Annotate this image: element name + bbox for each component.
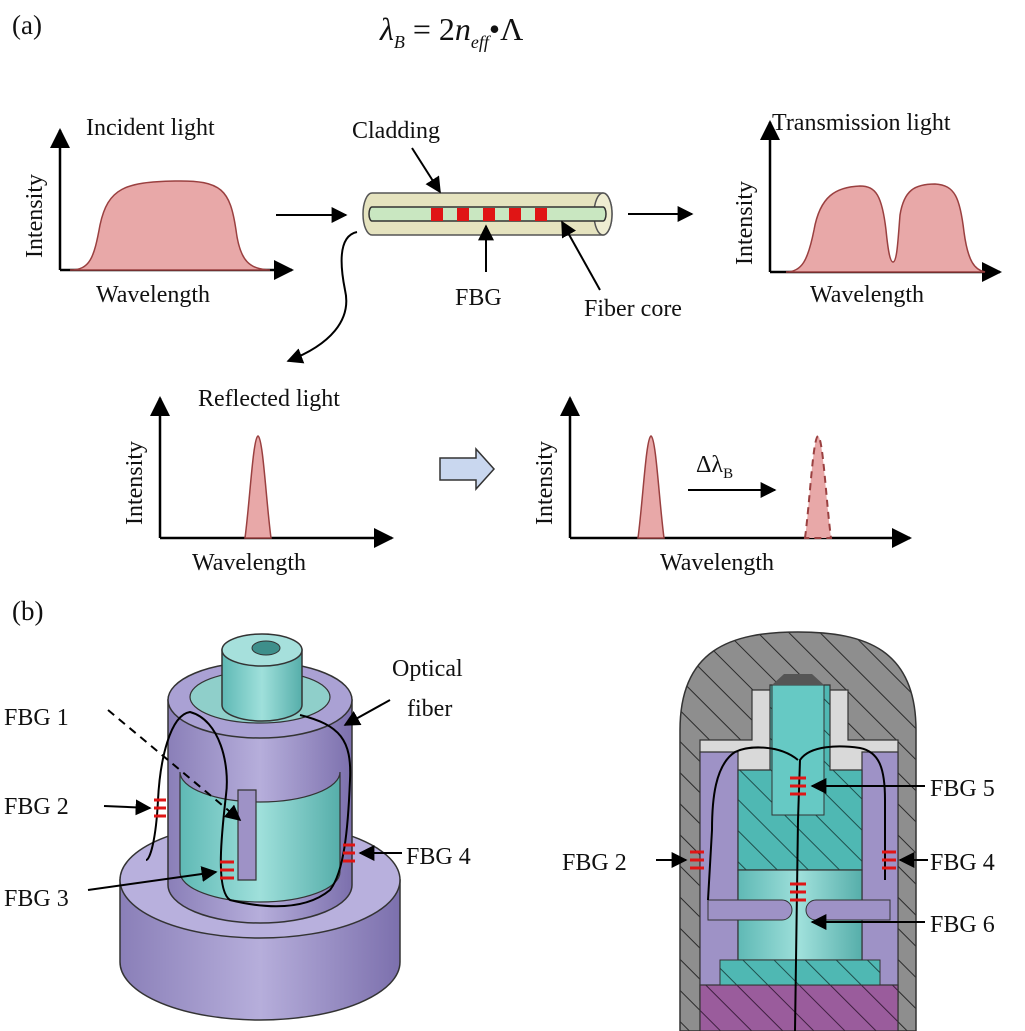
- fiber-core-label: Fiber core: [584, 296, 682, 322]
- fbg2-arrow-left: [103, 799, 152, 816]
- grating-4: [509, 208, 521, 221]
- reflected-title: Reflected light: [198, 386, 340, 412]
- grating-1: [431, 208, 443, 221]
- shifted-peak: [803, 434, 833, 539]
- cladding-arrow: [411, 147, 441, 194]
- shifted-ylabel: Intensity: [532, 441, 558, 525]
- grating-5: [535, 208, 547, 221]
- original-peak: [637, 435, 665, 539]
- fbg-fiber: [362, 192, 613, 236]
- reflected-peak: [244, 435, 272, 539]
- shift-block-arrow: [439, 447, 496, 491]
- reflected-arrow: [286, 231, 358, 364]
- transmission-spectrum: [785, 183, 986, 273]
- fbg1-label: FBG 1: [4, 705, 69, 731]
- transmission-light-plot: Transmission light Intensity Wavelength: [732, 110, 1002, 308]
- fbg6-label: FBG 6: [930, 912, 995, 938]
- fbg3-label: FBG 3: [4, 886, 69, 912]
- core-arrow: [561, 220, 601, 291]
- fbg-label: FBG: [455, 285, 502, 311]
- sensor-3d-model: [119, 633, 401, 1021]
- fbg5-label: FBG 5: [930, 776, 995, 802]
- reflected-light-plot: Reflected light Intensity Wavelength: [122, 386, 394, 576]
- incident-title: Incident light: [86, 115, 215, 141]
- shifted-peak-plot: ΔλB Intensity Wavelength: [532, 396, 912, 576]
- optical-fiber-label-2: fiber: [407, 696, 452, 722]
- svg-text:λB = 2neff•Λ: λB = 2neff•Λ: [379, 11, 523, 52]
- fbg2-label-right: FBG 2: [562, 850, 627, 876]
- bragg-equation: λB = 2neff•Λ: [379, 11, 523, 52]
- fbg3-arrow: [87, 866, 218, 891]
- fbg1-arrow: [107, 709, 242, 822]
- panel-b-label: (b): [12, 596, 43, 626]
- fbg2-label-left: FBG 2: [4, 794, 69, 820]
- fbg4-label-right: FBG 4: [930, 850, 995, 876]
- optical-fiber-arrow: [343, 699, 391, 726]
- grating-3: [483, 208, 495, 221]
- transmission-ylabel: Intensity: [732, 181, 758, 265]
- incident-xlabel: Wavelength: [96, 282, 210, 308]
- shifted-xlabel: Wavelength: [660, 550, 774, 576]
- fbg4-label-left: FBG 4: [406, 844, 471, 870]
- sensor-cross-section: [679, 631, 917, 1031]
- grating-2: [457, 208, 469, 221]
- reflected-ylabel: Intensity: [122, 441, 148, 525]
- incident-ylabel: Intensity: [22, 174, 48, 258]
- cladding-label: Cladding: [352, 118, 440, 144]
- incident-light-plot: Incident light Intensity Wavelength: [22, 115, 294, 308]
- delta-lambda-label: ΔλB: [696, 452, 733, 482]
- incident-spectrum: [69, 180, 271, 271]
- panel-a-label: (a): [12, 10, 42, 40]
- reflected-xlabel: Wavelength: [192, 550, 306, 576]
- transmission-title: Transmission light: [772, 110, 951, 136]
- transmission-xlabel: Wavelength: [810, 282, 924, 308]
- optical-fiber-label-1: Optical: [392, 656, 463, 682]
